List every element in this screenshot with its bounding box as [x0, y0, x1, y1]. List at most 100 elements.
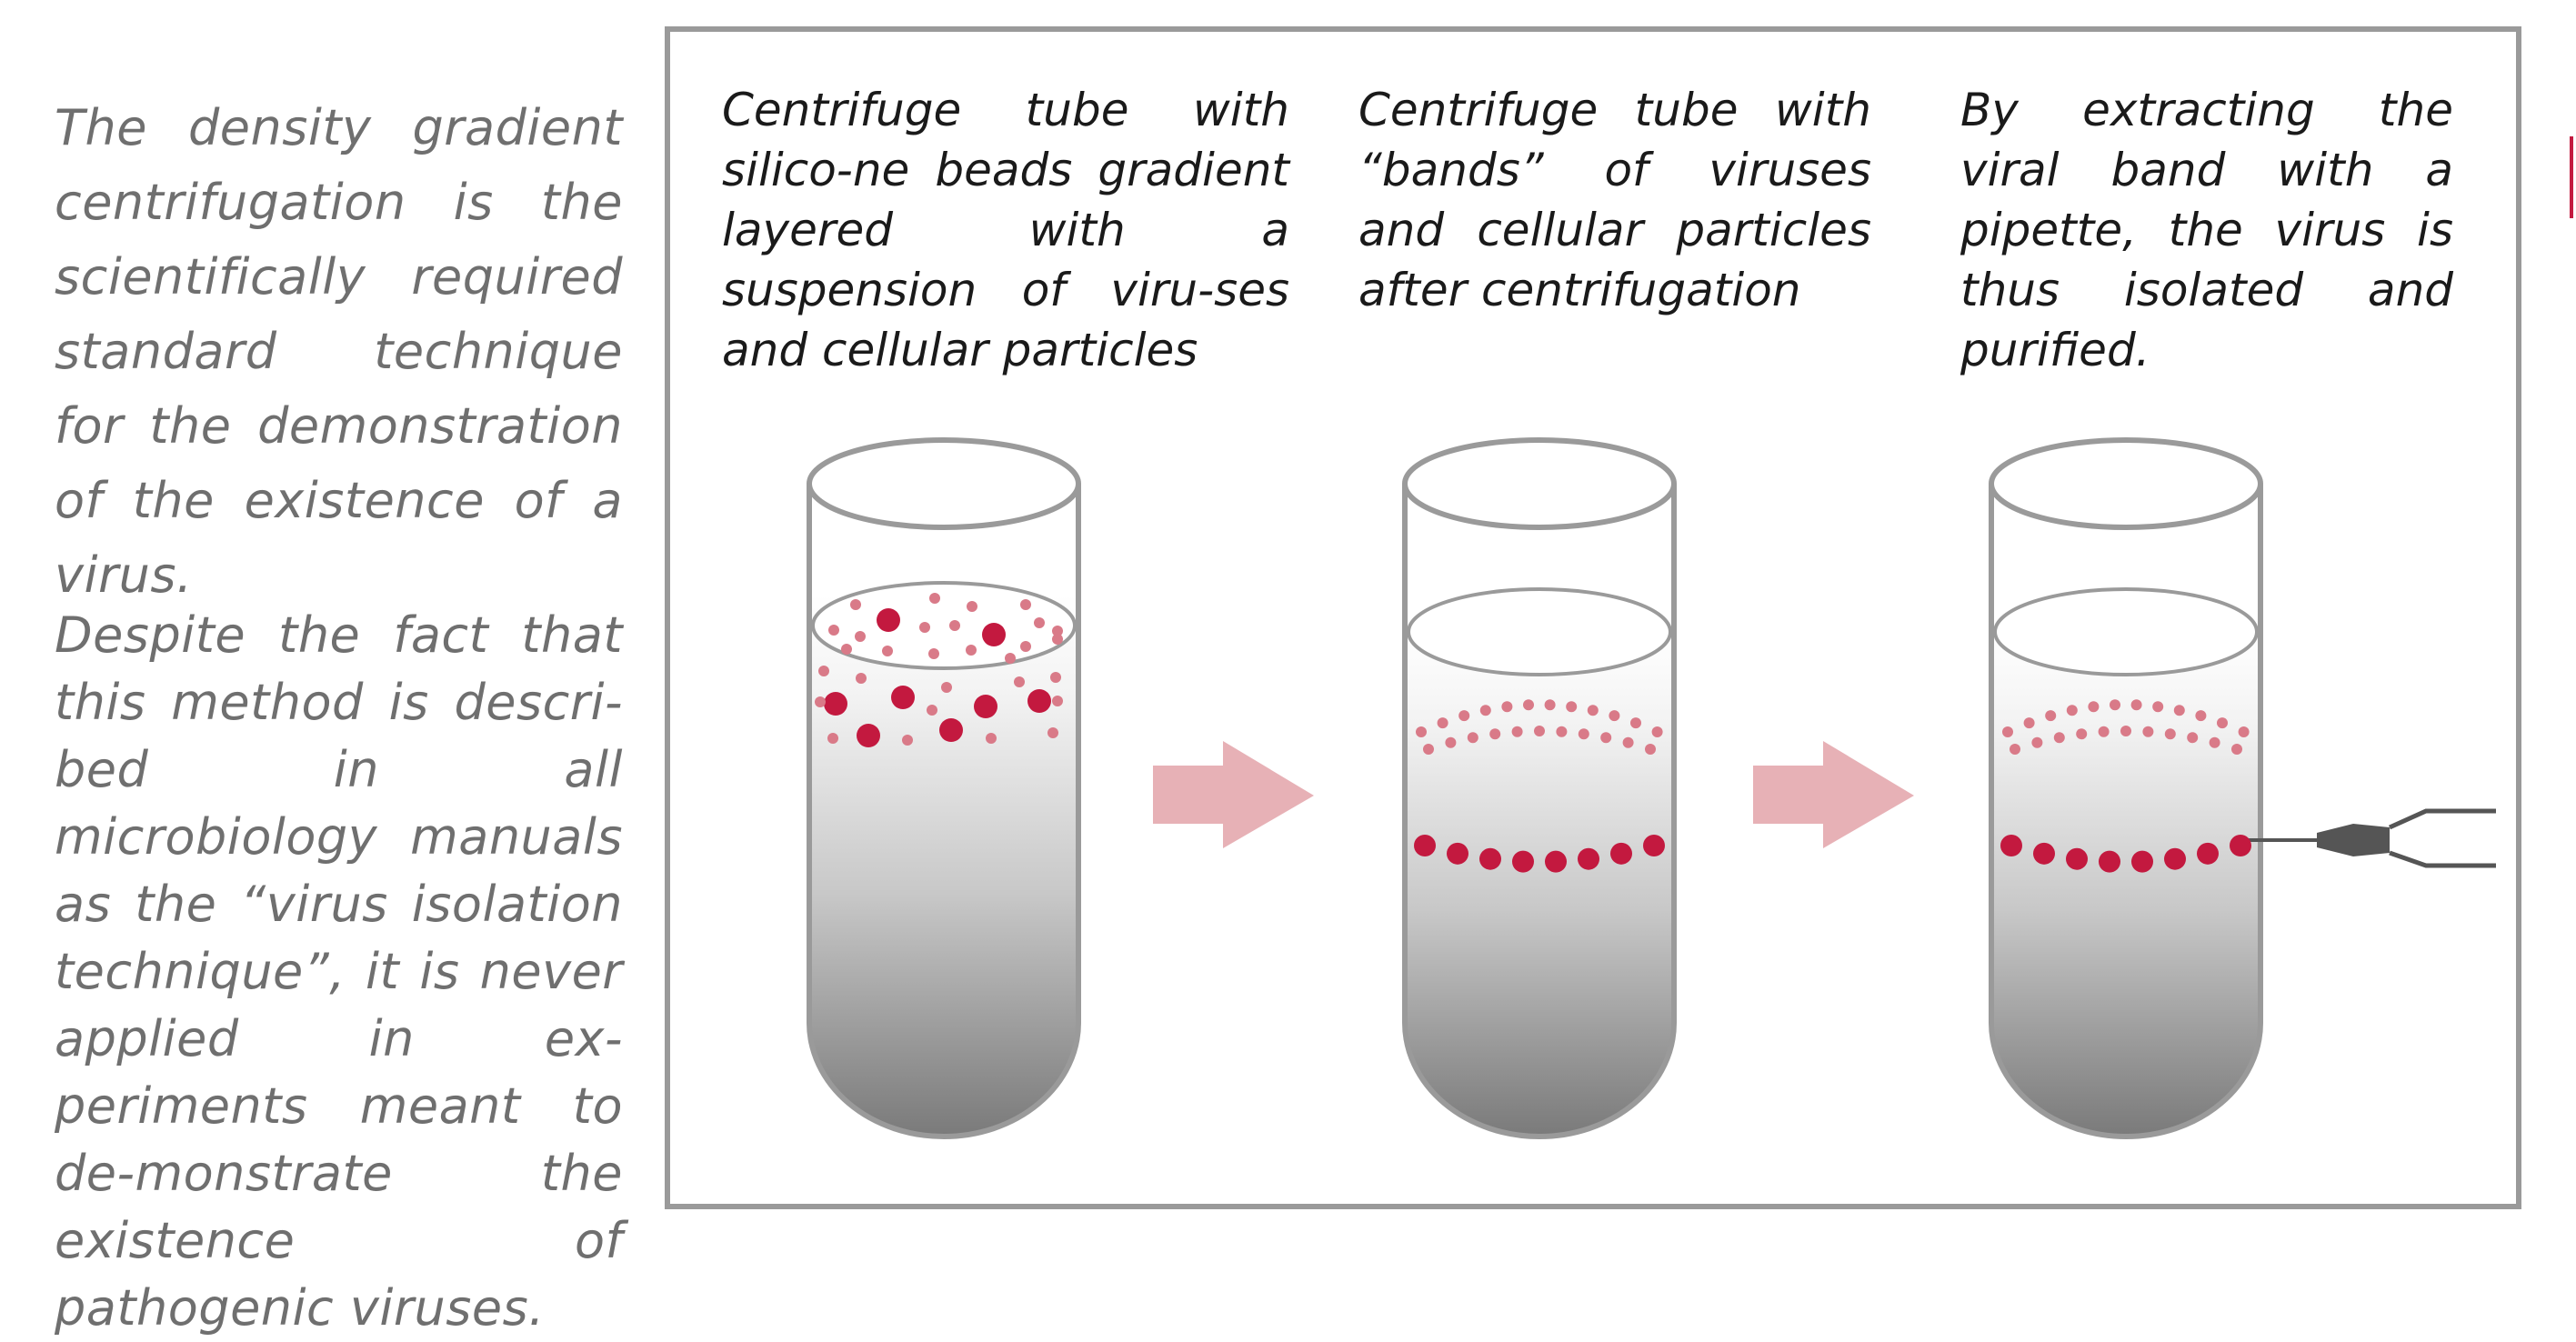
cellular-particle-dot [2045, 710, 2057, 722]
cellular-particle-dot [2173, 705, 2185, 716]
cellular-particle-dot [1489, 728, 1501, 740]
cellular-particle-dot [2088, 701, 2100, 713]
cellular-particle-dot [841, 644, 852, 655]
cellular-particle-dot [850, 599, 861, 610]
cellular-particle-dot [2023, 717, 2035, 729]
cellular-particle-dot [1534, 726, 1545, 736]
cellular-particle-dot [855, 631, 866, 642]
cellular-particle-dot [856, 673, 867, 684]
cellular-particle-dot [1034, 617, 1045, 628]
cellular-particle-dot [2231, 744, 2242, 755]
virus-dot [2230, 835, 2251, 856]
virus-dot [2066, 847, 2088, 870]
cellular-particle-dot [902, 735, 913, 746]
tube-2-centrifuge-tube-icon [1402, 437, 1677, 1139]
cellular-particle-dot [2195, 710, 2207, 722]
cellular-particle-dot [1600, 732, 1612, 744]
cellular-particle-dot [2076, 728, 2088, 740]
virus-dot [1578, 847, 1599, 870]
cellular-particle-dot [1479, 705, 1491, 716]
cellular-particle-dot [919, 622, 930, 633]
cellular-particle-dot [2098, 726, 2110, 737]
virus-dot [2033, 842, 2055, 865]
cellular-particle-dot [967, 601, 977, 612]
cellular-particle-dot [1645, 744, 1656, 755]
cellular-particle-dot [2031, 736, 2043, 748]
arrow-right-icon-1 [1153, 741, 1314, 848]
cellular-particle-dot [2217, 717, 2228, 729]
cellular-particle-dot [1458, 710, 1470, 722]
cellular-particle-dot [1501, 701, 1513, 713]
virus-dot [1447, 842, 1468, 865]
tube-1-centrifuge-tube-icon [807, 437, 1081, 1139]
particle-dots [815, 593, 2251, 873]
cellular-particle-dot [2164, 728, 2176, 740]
cellular-particle-dot [1544, 699, 1556, 711]
step-1-caption: Centrifuge tube with silico-ne beads gra… [722, 84, 1289, 376]
tube-3-centrifuge-tube-icon [1989, 437, 2263, 1139]
pipette-icon [2242, 808, 2496, 868]
virus-dot [1545, 850, 1567, 873]
cellular-particle-dot [1020, 599, 1031, 610]
cellular-particle-dot [1047, 727, 1058, 738]
cellular-particle-dot [2010, 744, 2020, 755]
virus-dot [2131, 850, 2153, 873]
cellular-particle-dot [828, 625, 839, 636]
step-2-caption: Centrifuge tube with “bands” of viruses … [1358, 84, 1871, 316]
virus-dot [1643, 835, 1665, 856]
cellular-particle-dot [929, 593, 940, 604]
cellular-particle-dot [1587, 705, 1599, 716]
virus-dot [974, 695, 997, 718]
cellular-particle-dot [1423, 744, 1434, 755]
cellular-particle-dot [949, 620, 960, 631]
virus-dot [1027, 689, 1051, 713]
cellular-particle-dot [1556, 726, 1568, 737]
cellular-particle-dot [2066, 705, 2078, 716]
cellular-particle-dot [1651, 726, 1663, 737]
cellular-particle-dot [827, 733, 838, 744]
cellular-particle-dot [1437, 717, 1448, 729]
cellular-particle-dot [1005, 653, 1016, 664]
virus-dot [2164, 847, 2186, 870]
virus-dot [2000, 835, 2022, 856]
edge-accent-mark [2570, 136, 2573, 218]
diagram-frame [665, 26, 2521, 1209]
cellular-particle-dot [2142, 726, 2154, 737]
cellular-particle-dot [1511, 726, 1523, 737]
virus-dot [1414, 835, 1436, 856]
cellular-particle-dot [1014, 676, 1025, 687]
cellular-particle-dot [1630, 717, 1641, 729]
virus-dot [939, 718, 963, 742]
cellular-particle-dot [1622, 736, 1634, 748]
cellular-particle-dot [941, 682, 952, 693]
intro-paragraph: The density gradient centrifugation is t… [55, 99, 623, 604]
cellular-particle-dot [1523, 699, 1534, 711]
cellular-particle-dot [2002, 726, 2013, 737]
arrow-right-icon-2 [1753, 741, 1914, 848]
cellular-particle-dot [815, 696, 826, 707]
cellular-particle-dot [1050, 672, 1061, 683]
cellular-particle-dot [882, 646, 893, 656]
virus-dot [2099, 850, 2120, 873]
critique-paragraph: Despite the fact that this method is des… [55, 606, 623, 1337]
virus-dot [982, 623, 1006, 646]
cellular-particle-dot [1052, 634, 1063, 645]
cellular-particle-dot [1416, 726, 1427, 737]
cellular-particle-dot [2209, 736, 2220, 748]
cellular-particle-dot [2187, 732, 2199, 744]
cellular-particle-dot [928, 648, 939, 659]
cellular-particle-dot [2120, 726, 2131, 736]
cellular-particle-dot [2152, 701, 2164, 713]
cellular-particle-dot [1445, 736, 1457, 748]
virus-dot [824, 692, 847, 716]
cellular-particle-dot [2238, 726, 2250, 737]
cellular-particle-dot [1566, 701, 1578, 713]
virus-dot [857, 724, 880, 747]
cellular-particle-dot [986, 733, 997, 744]
virus-dot [1610, 842, 1632, 865]
cellular-particle-dot [1609, 710, 1620, 722]
virus-dot [891, 686, 915, 709]
virus-dot [1479, 847, 1501, 870]
cellular-particle-dot [1578, 728, 1589, 740]
